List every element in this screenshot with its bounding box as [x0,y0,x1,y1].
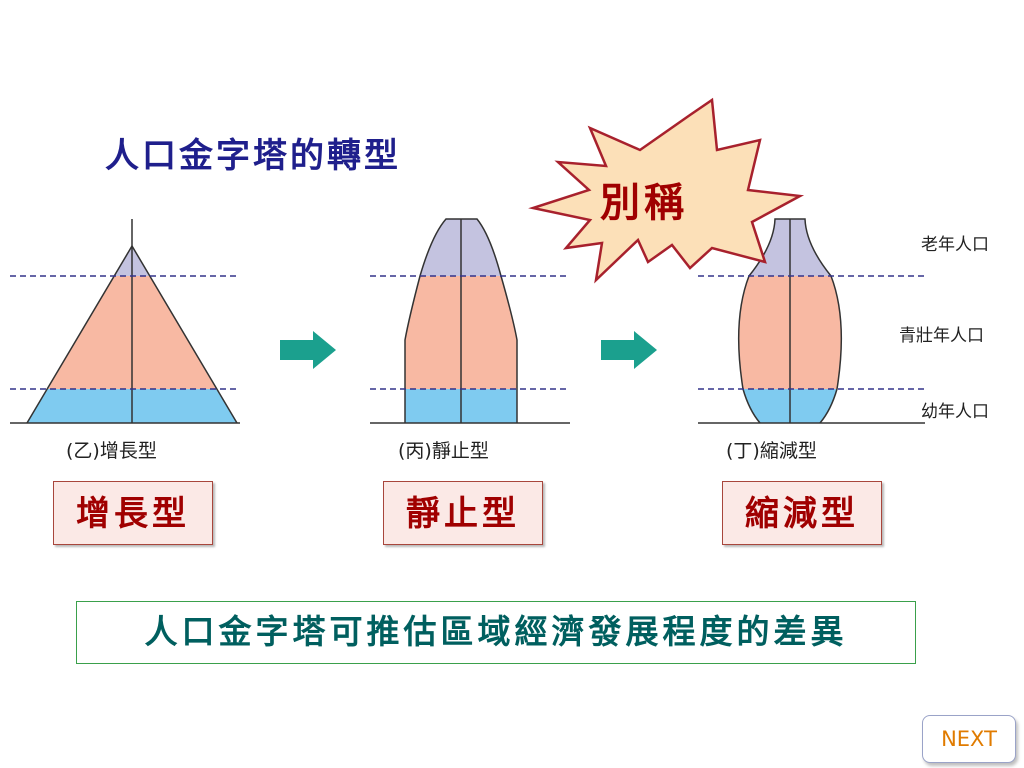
stationary-pyramid [370,218,570,424]
old-age-label: 老年人口 [921,235,989,255]
stationary-pyramid-caption: (丙)靜止型 [398,440,489,462]
arrow-icon [280,331,336,369]
callout-text: 別稱 [600,179,688,226]
shrinking-pyramid [698,218,925,424]
shrinking-pyramid-caption: (丁)縮減型 [726,440,817,462]
young-age-label: 幼年人口 [921,402,989,422]
summary-statement: 人口金字塔可推估區域經濟發展程度的差異 [76,601,916,664]
shrinking-type-label: 縮減型 [722,481,882,545]
starburst-callout-shape [528,97,805,284]
working-age-label: 青壯年人口 [899,326,984,346]
page-title: 人口金字塔的轉型 [105,136,401,176]
growth-pyramid [10,219,240,424]
growth-type-label: 增長型 [53,481,213,545]
growth-pyramid-caption: (乙)增長型 [66,440,157,462]
stationary-type-label: 靜止型 [383,481,543,545]
next-button[interactable]: NEXT [922,715,1016,763]
arrow-icon [601,331,657,369]
